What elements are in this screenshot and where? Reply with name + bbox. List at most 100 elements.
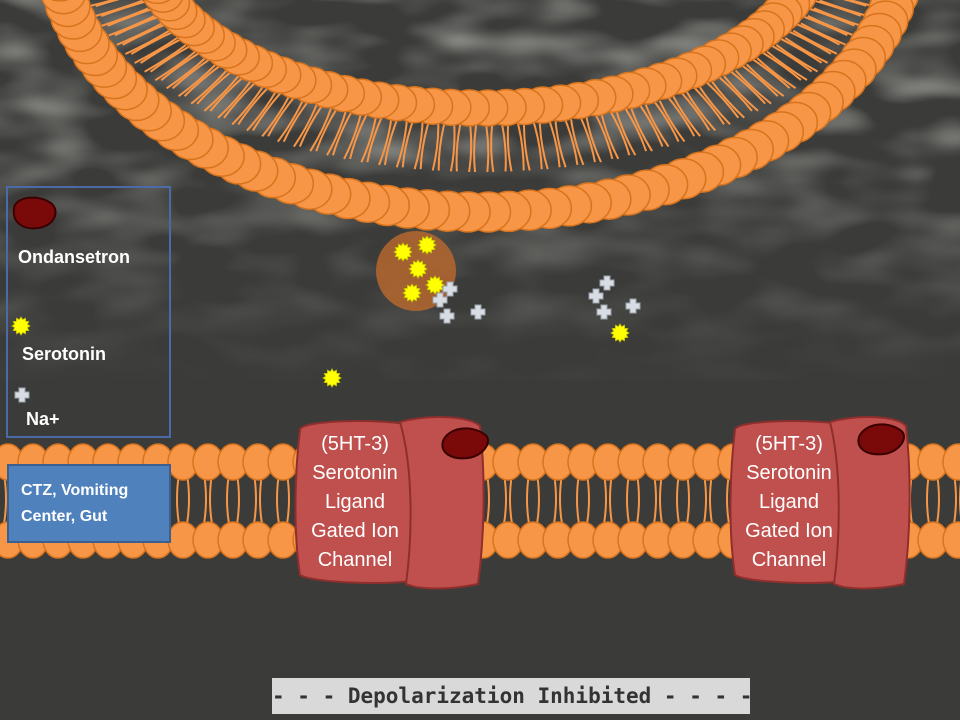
lipid-tail xyxy=(600,114,620,160)
lipid-tail xyxy=(183,63,223,97)
serotonin-molecule xyxy=(322,368,342,388)
lipid-tail xyxy=(775,44,819,73)
lipid-tail xyxy=(807,15,854,37)
status-bar: - - - Depolarization Inhibited - - - - xyxy=(272,678,752,714)
lipid-tail xyxy=(672,95,701,137)
lipid-tail xyxy=(644,104,670,148)
lipid-tail xyxy=(769,44,813,73)
sodium-ions xyxy=(432,275,641,324)
lipid-tail xyxy=(326,111,347,156)
lipid-tail xyxy=(807,7,855,27)
channel-subunit-right xyxy=(398,416,485,590)
lipid-tail xyxy=(134,37,178,64)
channel-label-line: (5HT-3) xyxy=(321,433,389,455)
lipid-tail xyxy=(532,122,543,170)
lipid-tail xyxy=(624,107,648,152)
lipid-tail xyxy=(784,37,829,64)
lipid-tail xyxy=(196,69,234,105)
sodium-ion xyxy=(439,308,455,324)
lipid-tail xyxy=(523,123,531,171)
channel-label-line: Channel xyxy=(751,549,827,571)
lipid-tail xyxy=(819,0,868,17)
sodium-ion xyxy=(596,304,612,320)
lipid-tail xyxy=(745,63,785,97)
lipid-tail xyxy=(652,100,680,142)
lipid-tail xyxy=(277,100,304,143)
lipid-tail xyxy=(293,104,318,148)
lipid-tail xyxy=(231,86,264,126)
lipid-tail xyxy=(585,116,602,163)
serotonin-molecule xyxy=(393,242,413,262)
lipid-tail xyxy=(144,44,187,73)
lipid-tail xyxy=(711,81,745,119)
serotonin-molecules xyxy=(322,235,630,388)
lipid-tail xyxy=(800,22,846,46)
channel-label-line: (5HT-3) xyxy=(755,433,823,455)
legend-ondansetron-icon xyxy=(12,196,57,230)
lipid-tail xyxy=(579,116,596,163)
lipid-tail xyxy=(203,75,239,112)
lipid-tail xyxy=(740,63,779,97)
sodium-ion xyxy=(442,281,458,297)
lipid-tail xyxy=(343,114,362,160)
lipid-head xyxy=(942,521,960,559)
lipid-tail xyxy=(360,116,377,163)
lipid-tail xyxy=(267,95,296,137)
legend-serotonin-icon xyxy=(11,316,31,336)
legend-ondansetron-label: Ondansetron xyxy=(18,247,131,267)
lipid-tail xyxy=(383,119,399,166)
lipid-tail xyxy=(729,69,766,105)
lipid-tail xyxy=(723,75,759,112)
lipid-head xyxy=(51,0,69,2)
sodium-ion-shape xyxy=(432,292,448,308)
lipid-head xyxy=(41,0,86,15)
lipid-tail xyxy=(501,124,507,172)
lipid-tail xyxy=(750,57,791,89)
lipid-tail xyxy=(315,107,338,152)
legend-sodium-icon xyxy=(14,387,30,403)
lipid-tail xyxy=(490,124,495,173)
channel-label-line: Channel xyxy=(317,549,393,571)
lipid-tail xyxy=(349,114,368,160)
ondansetron-molecule-bound xyxy=(857,423,905,456)
lipid-tail xyxy=(594,114,614,160)
lipid-tail xyxy=(638,104,664,147)
ondansetron-molecule-bound xyxy=(441,427,489,460)
serotonin-molecule xyxy=(408,259,428,279)
lipid-tail xyxy=(766,50,808,81)
lipid-tail xyxy=(554,121,567,168)
lipid-tail xyxy=(506,124,513,172)
lipid-tail xyxy=(615,111,637,156)
lipid-tail xyxy=(666,95,696,137)
lipid-tail xyxy=(843,0,867,7)
lipid-tail xyxy=(468,124,473,173)
lipid-tail xyxy=(154,51,196,82)
lipid-tail xyxy=(252,91,283,132)
sodium-ion xyxy=(432,292,448,308)
lipid-tail xyxy=(413,122,424,170)
lipid-tail xyxy=(794,22,840,46)
lipid-tail xyxy=(705,81,740,119)
lipid-head xyxy=(942,443,960,481)
lipid-tail xyxy=(124,30,170,55)
lipid-tail xyxy=(209,75,245,112)
lipid-tail xyxy=(395,121,408,168)
sodium-ion xyxy=(588,288,604,304)
channel-label-line: Gated Ion xyxy=(311,520,399,542)
sodium-ion-shape xyxy=(588,288,604,304)
lipid-tail xyxy=(692,86,725,125)
lipid-tail xyxy=(223,81,257,119)
lipid-tail xyxy=(107,7,155,27)
channel-label-line: Serotonin xyxy=(312,462,398,484)
lipid-tail xyxy=(813,7,861,27)
sodium-ion xyxy=(599,275,615,291)
ion-channel-5ht3-left xyxy=(294,416,489,590)
serotonin-molecule xyxy=(11,316,31,336)
legend-sodium-label: Na+ xyxy=(26,409,60,429)
serotonin-molecule xyxy=(402,283,422,303)
lipid-tail xyxy=(282,100,310,143)
legend-box xyxy=(6,186,171,438)
sodium-ion-shape xyxy=(625,298,641,314)
lipid-tail xyxy=(760,50,802,81)
